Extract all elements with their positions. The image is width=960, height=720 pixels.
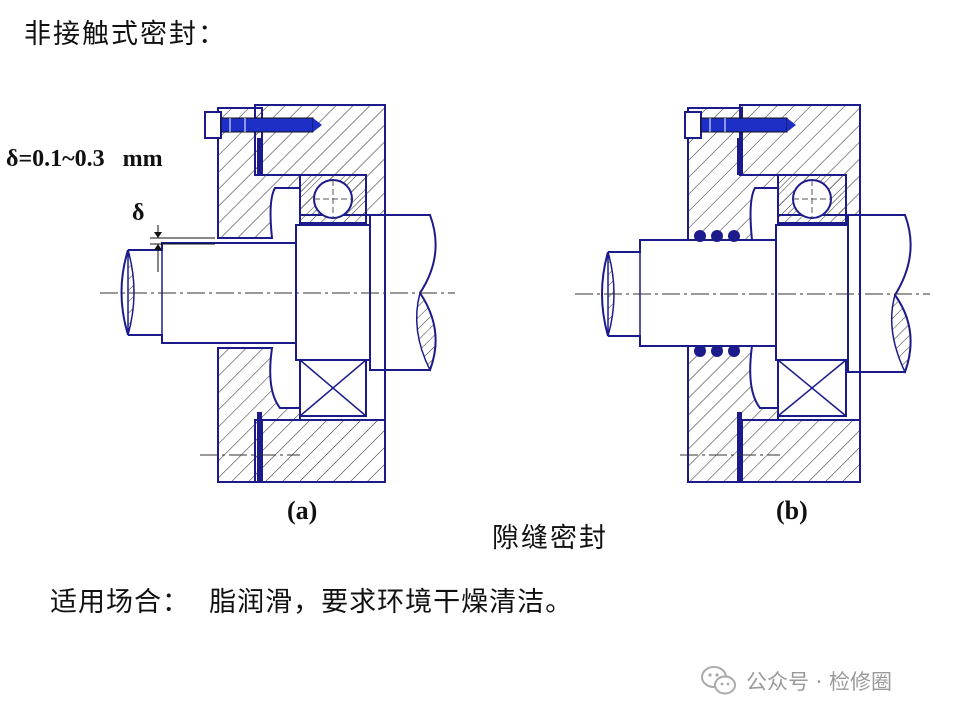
housing-bottom-a — [254, 419, 386, 483]
delta-formula: δ=0.1~0.3 mm — [6, 146, 163, 172]
housing-bottom-b — [739, 419, 861, 483]
figure-a — [100, 104, 455, 483]
usage-text: 适用场合： 脂润滑，要求环境干燥清洁。 — [50, 587, 574, 618]
delta-label: δ — [132, 200, 145, 226]
gasket-b — [737, 412, 742, 482]
page-title: 非接触式密封： — [24, 19, 227, 50]
watermark: 公众号 · 检修圈 — [700, 664, 892, 698]
watermark-text: 公众号 · 检修圈 — [746, 670, 893, 694]
bolt-a — [204, 111, 322, 139]
figure-b — [575, 104, 930, 483]
figure-b-label: (b) — [776, 496, 808, 525]
delta-dimension — [150, 225, 215, 272]
figure-a-label: (a) — [287, 496, 318, 525]
wechat-icon — [701, 666, 736, 695]
figure-caption: 隙缝密封 — [492, 523, 608, 554]
seal-grooves-bottom — [694, 345, 740, 357]
gasket-a — [257, 412, 262, 482]
bolt-b — [684, 111, 796, 139]
seal-grooves-top — [694, 230, 740, 242]
